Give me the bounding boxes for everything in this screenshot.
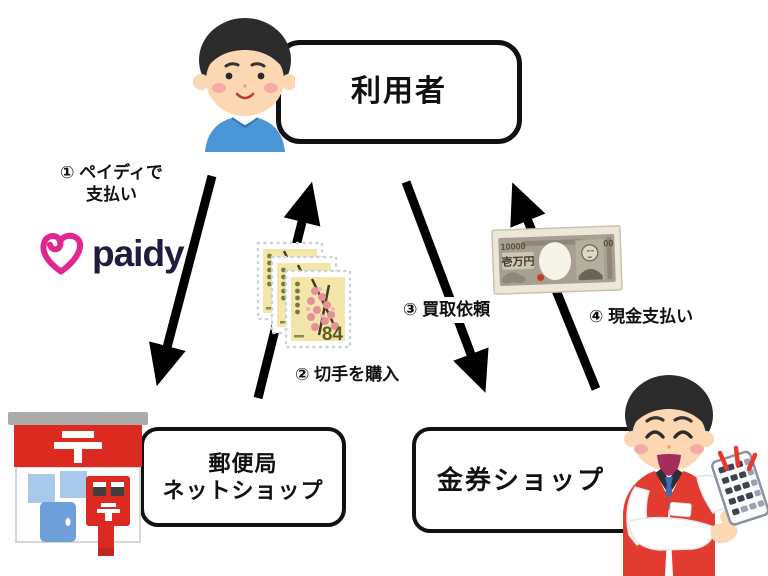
paidy-logo: paidy <box>38 228 185 278</box>
stamp-icon: 84 <box>284 269 352 349</box>
ticket-shop-node-label: 金券ショップ <box>436 464 605 495</box>
user-node-box: 利用者 <box>276 40 522 144</box>
svg-text:壱万円: 壱万円 <box>501 254 534 269</box>
paidy-wordmark: paidy <box>92 232 185 274</box>
post-office-node-label: 郵便局 ネットショップ <box>162 450 324 504</box>
step1-label: ① ペイディで 支払い <box>55 160 168 209</box>
arrow-step3-buyback <box>401 180 489 393</box>
user-node-label: 利用者 <box>351 75 447 109</box>
user-avatar-illustration <box>193 18 295 152</box>
emphasis-marks-icon <box>717 445 758 472</box>
svg-text:10000: 10000 <box>500 241 525 252</box>
arrow-step1-pay <box>149 174 217 387</box>
step4-label: ④ 現金支払い <box>584 304 699 331</box>
stamps-illustration: 84 84 <box>256 241 356 353</box>
post-mark-icon <box>54 431 102 463</box>
post-office-illustration <box>8 412 148 556</box>
paidy-heart-icon <box>40 232 84 275</box>
name-tag <box>669 501 692 518</box>
banknote-illustration: 壱万円 10000 10000 <box>491 225 623 295</box>
post-office-node-box: 郵便局 ネットショップ <box>140 427 346 527</box>
ticket-shop-node-box: 金券ショップ <box>412 427 664 533</box>
step3-label: ③ 買取依頼 <box>398 297 496 324</box>
postbox-icon <box>86 476 130 556</box>
cashier-illustration <box>623 375 768 576</box>
svg-text:84: 84 <box>322 324 344 345</box>
step2-label: ② 切手を購入 <box>290 362 405 389</box>
banknote-portrait-icon <box>575 239 605 281</box>
